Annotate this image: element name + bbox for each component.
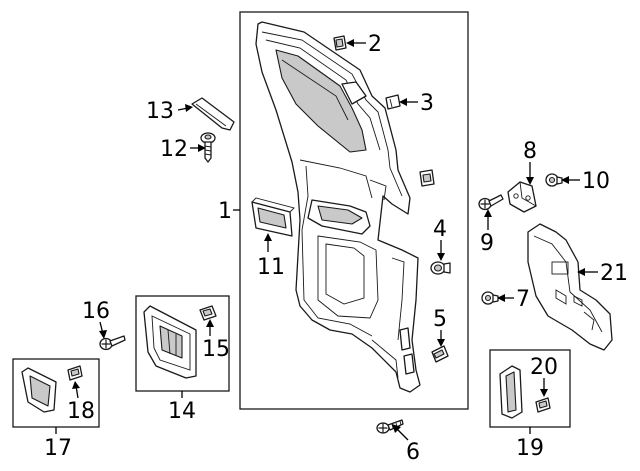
trim-part-19 <box>499 365 523 419</box>
callout-8: 8 <box>523 139 537 164</box>
push-pin-part-10 <box>545 173 563 187</box>
clip-part-15 <box>199 305 217 321</box>
callout-11: 11 <box>257 255 285 280</box>
handle-cover-part-13 <box>191 97 235 131</box>
door-trim-panel <box>255 21 421 393</box>
callout-4: 4 <box>433 217 447 242</box>
clip-part-18 <box>67 365 83 381</box>
callout-16: 16 <box>82 299 110 324</box>
callout-7: 7 <box>516 287 530 312</box>
screw-part-16 <box>99 335 126 351</box>
callout-6: 6 <box>406 440 420 465</box>
leader-lines <box>55 39 598 441</box>
insulator-panel-part-21 <box>527 223 613 351</box>
callout-14: 14 <box>168 399 196 424</box>
callout-13: 13 <box>146 99 174 124</box>
callout-numbers: 1 2 3 4 5 6 7 8 9 10 11 12 13 14 15 16 1… <box>44 32 628 465</box>
pocket-part-11 <box>251 197 295 237</box>
callout-3: 3 <box>420 91 434 116</box>
push-pin-part-4 <box>430 261 451 275</box>
callout-18: 18 <box>67 399 95 424</box>
callout-5: 5 <box>433 307 447 332</box>
callout-2: 2 <box>368 32 382 57</box>
callout-19: 19 <box>516 436 544 461</box>
push-pin-part-7 <box>481 291 499 305</box>
callout-20: 20 <box>530 355 558 380</box>
panel-clip <box>419 169 435 187</box>
clip-part-3 <box>385 94 401 110</box>
clip-part-20 <box>535 397 551 413</box>
callout-17: 17 <box>44 436 72 461</box>
screw-part-12 <box>200 132 216 163</box>
callout-21: 21 <box>600 261 628 286</box>
bracket-part-8 <box>507 181 537 213</box>
callout-15: 15 <box>202 337 230 362</box>
callout-12: 12 <box>160 137 188 162</box>
screw-part-9 <box>478 194 504 211</box>
trim-piece-part-17 <box>21 367 57 413</box>
screw-part-6 <box>376 419 404 434</box>
callout-10: 10 <box>582 169 610 194</box>
bezel-part-14 <box>143 305 197 379</box>
callout-1: 1 <box>218 199 232 224</box>
clip-part-5 <box>431 345 449 363</box>
callout-9: 9 <box>480 231 494 256</box>
clip-part-2 <box>333 35 347 51</box>
